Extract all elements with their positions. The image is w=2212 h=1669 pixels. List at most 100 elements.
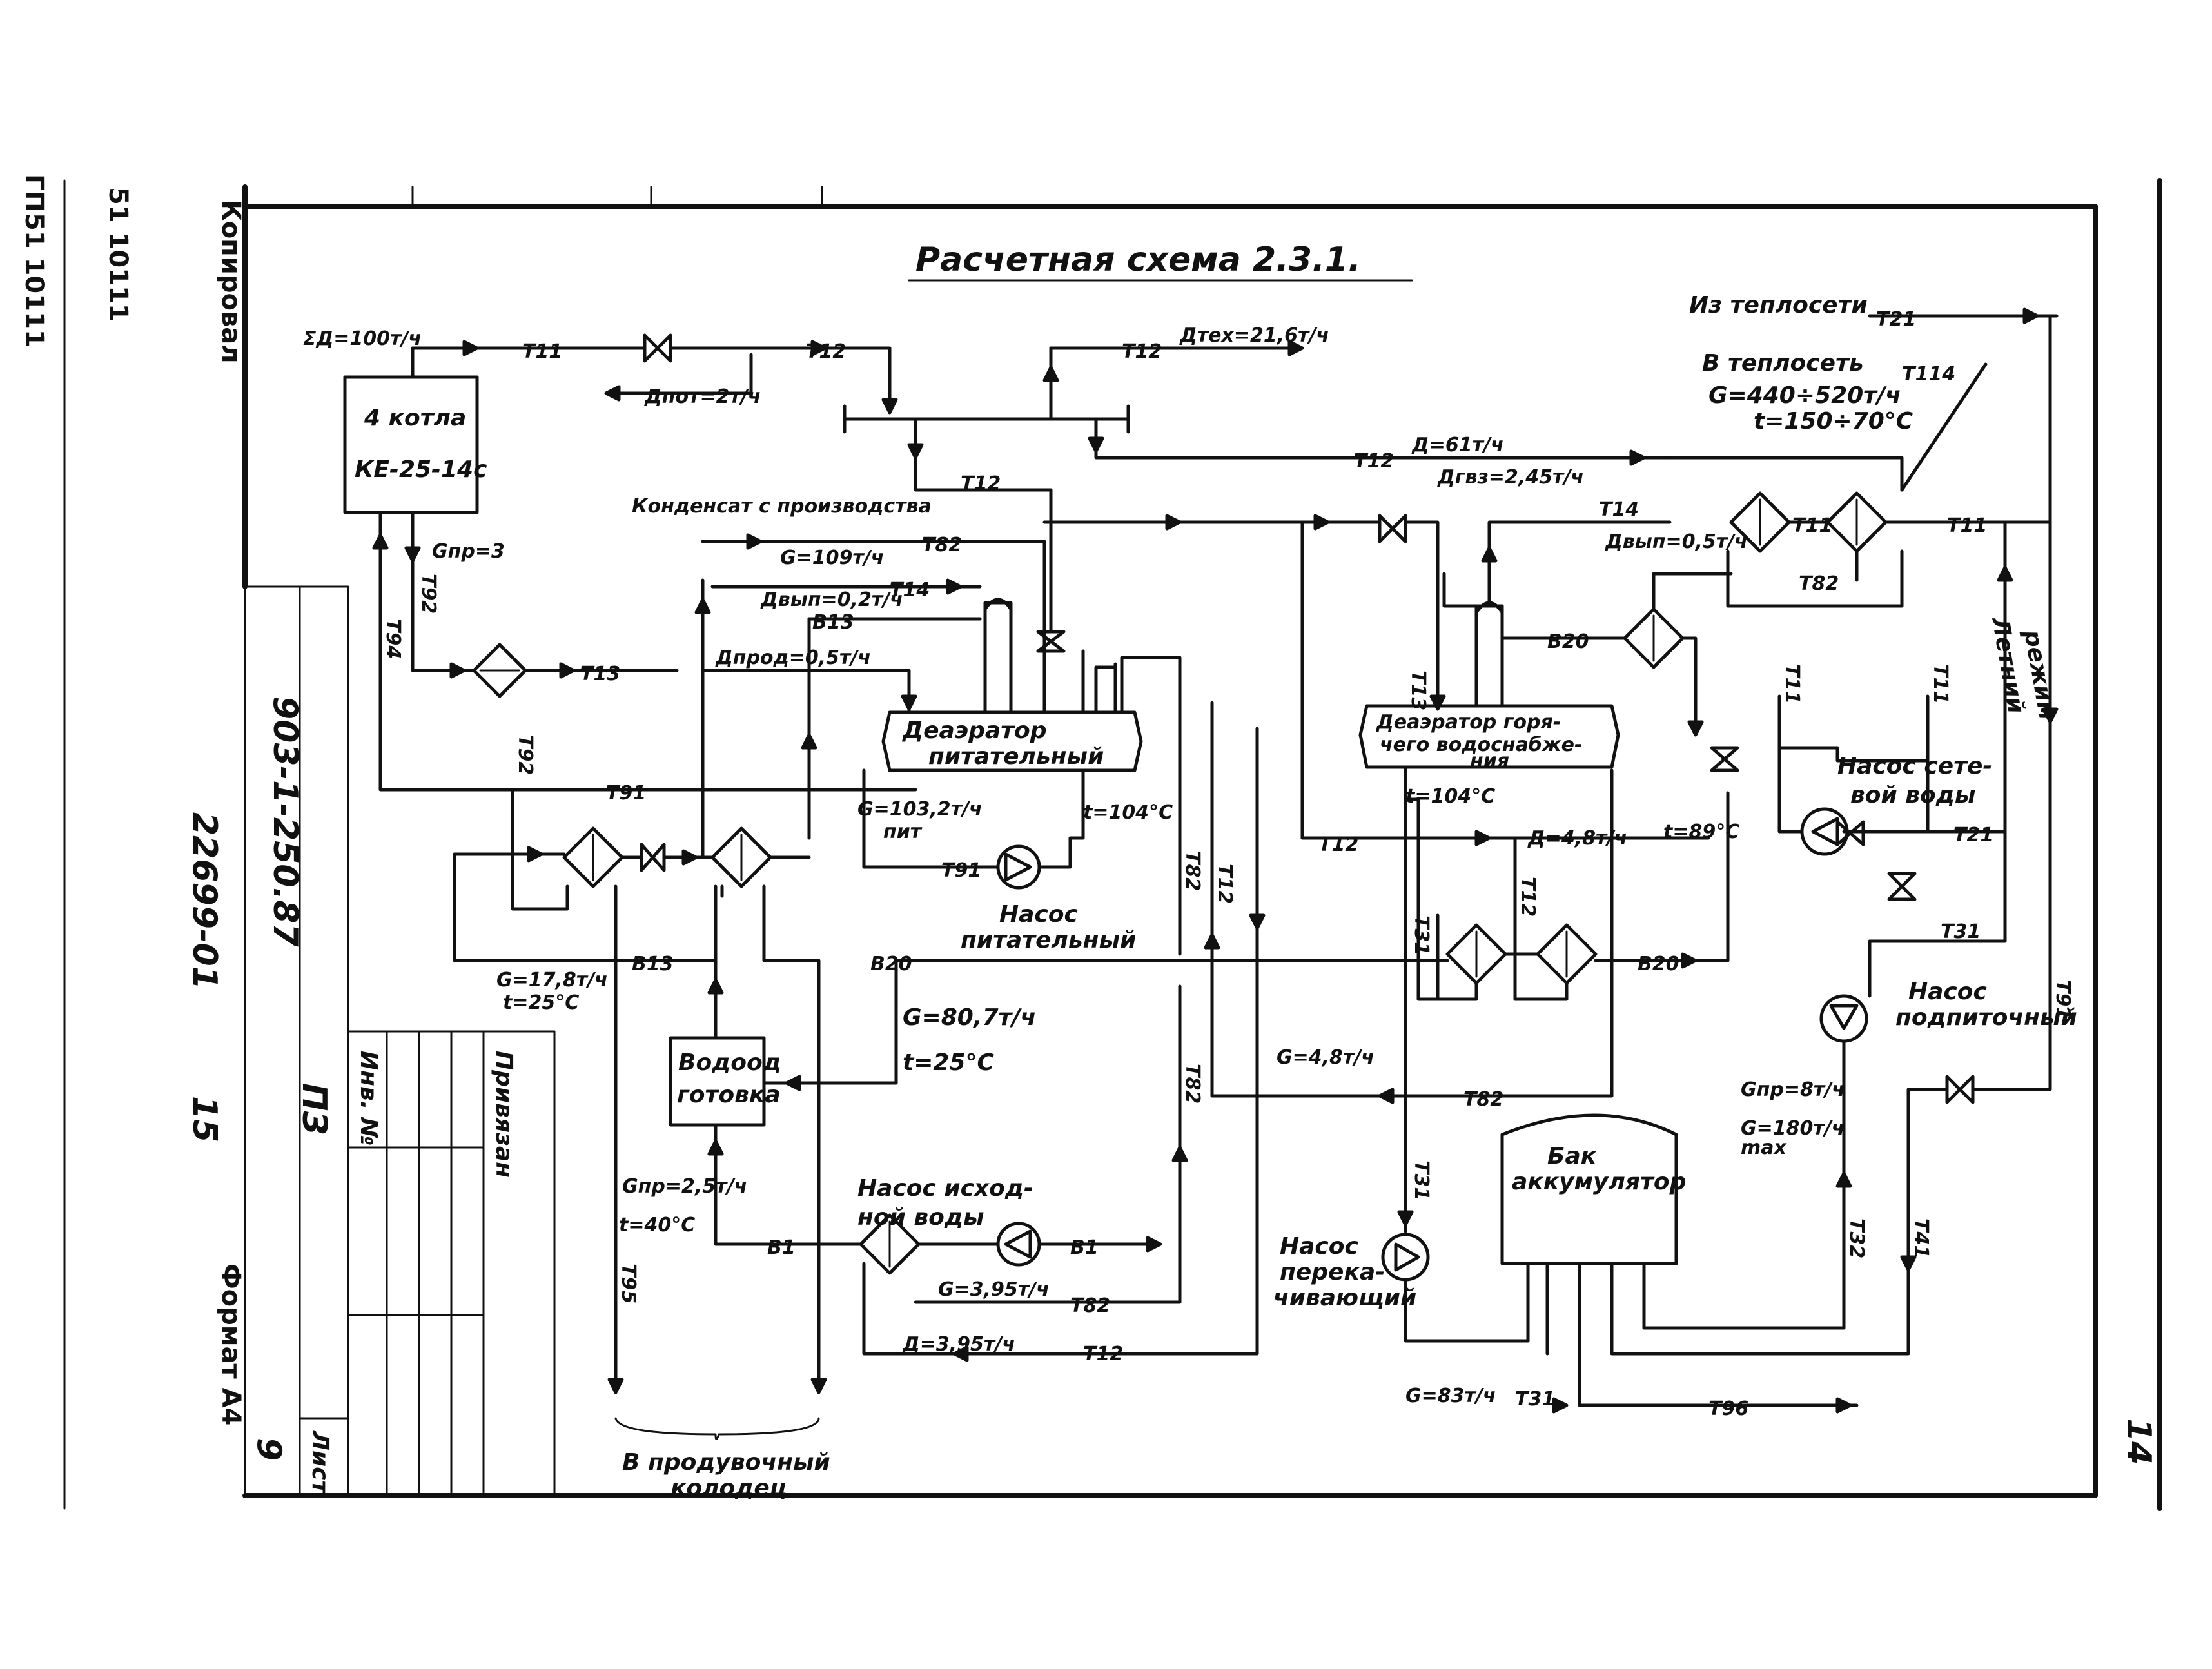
code-t11-1: Т11 xyxy=(522,340,562,363)
code-t12-4: Т12 xyxy=(1354,450,1394,473)
heat-exchanger-4 xyxy=(859,1213,921,1275)
label-t-25: t=25°С xyxy=(503,991,579,1014)
label-g-makeup-2: G=180т/ч xyxy=(1741,1117,1845,1140)
code-t31-3: Т31 xyxy=(1410,915,1433,955)
heat-exchanger-5 xyxy=(1445,923,1507,985)
boiler-label-1: 4 котла xyxy=(364,405,466,431)
deaerator-feed-label-1: Деаэратор xyxy=(902,717,1047,744)
pump-makeup-label-2: подпиточный xyxy=(1895,1004,2077,1031)
deaerator-hot-water: Деаэратор горя- чего водоснабже- ния xyxy=(1358,601,1620,772)
label-g-feed-unit: пит xyxy=(883,821,923,843)
pump-transfer-label-2: перека- xyxy=(1280,1259,1385,1285)
title-stamp: 903-1-250.87 ПЗ 22699-01 15 Инв. № Привя… xyxy=(185,585,556,1497)
pump-makeup-label-1: Насос xyxy=(1908,979,1987,1005)
code-t14-1: Т14 xyxy=(1599,498,1639,521)
code-t13: Т13 xyxy=(580,663,620,685)
deaerator-hot-label-2: чего водоснабже- xyxy=(1380,734,1582,756)
code-t91-1: Т91 xyxy=(606,782,646,805)
label-d-4-8: Д=4,8т/ч xyxy=(1527,827,1627,850)
code-t11-2: Т11 xyxy=(1792,514,1832,537)
left-margin: ГП 51 10111 51 10111 Копировал Формат А4 xyxy=(19,174,246,1510)
flow-arrows xyxy=(372,307,2059,1414)
pump-feed xyxy=(996,844,1041,890)
code-b13-1: В13 xyxy=(632,953,674,975)
pump-raw-water xyxy=(996,1222,1041,1267)
label-steam-hw: Д=61т/ч xyxy=(1411,434,1504,456)
code-t31-2: Т31 xyxy=(1941,921,1981,943)
stamp-link: Привязан xyxy=(491,1051,517,1178)
code-t11-5: Т11 xyxy=(1929,664,1952,704)
label-t-89: t=89°С xyxy=(1663,821,1739,843)
code-t12-6: Т12 xyxy=(1083,1343,1123,1365)
code-t41: Т41 xyxy=(1910,1218,1932,1258)
heat-exchanger-2 xyxy=(562,826,624,888)
format-label: Формат А4 xyxy=(216,1264,246,1425)
pump-network-label-1: Насос сете- xyxy=(1837,753,1992,779)
heat-exchanger-3 xyxy=(710,826,772,888)
boiler-label-2: КЕ-25-14с xyxy=(355,456,487,483)
stamp-inv: Инв. № xyxy=(355,1051,382,1146)
code-t82-1: Т82 xyxy=(1799,572,1839,595)
label-g-pr: Gпр=3 xyxy=(432,540,505,563)
code-t14-2: Т14 xyxy=(890,579,930,601)
code-b20-2: В20 xyxy=(1638,953,1679,975)
pump-makeup xyxy=(1819,994,1868,1043)
deaerator-hot-label-1: Деаэратор горя- xyxy=(1376,711,1561,734)
code-t12-8: Т12 xyxy=(1516,877,1539,917)
code-t95: Т95 xyxy=(617,1264,640,1303)
label-t-40: t=40°С xyxy=(619,1214,695,1236)
stamp-section: ПЗ xyxy=(295,1083,333,1135)
code-t13-2: Т13 xyxy=(1407,670,1429,710)
drawing-frame: 14 xyxy=(242,178,2162,1511)
heat-exchanger-1 xyxy=(472,643,527,698)
deaerator-feed-label-2: питательный xyxy=(928,743,1104,770)
code-t21-2: Т21 xyxy=(1953,824,1993,846)
pump-network-label-2: вой воды xyxy=(1850,782,1975,808)
label-g-makeup-1: Gпр=8т/ч xyxy=(1741,1079,1845,1101)
label-t-feed: t=104°С xyxy=(1083,801,1173,824)
stamp-sheet-no: 15 xyxy=(185,1096,224,1142)
label-vent-right: Двып=0,5т/ч xyxy=(1605,531,1748,553)
label-t-104: t=104°С xyxy=(1405,785,1495,808)
pump-feed-label-2: питательный xyxy=(961,927,1136,953)
heat-exchanger-9 xyxy=(1826,491,1888,553)
pump-network xyxy=(1800,807,1849,856)
code-t82-2: Т82 xyxy=(922,534,962,556)
label-losses: Дпот=2т/ч xyxy=(644,386,761,408)
deaerator-feed: Деаэратор питательный xyxy=(881,598,1143,772)
code-t12-7: Т12 xyxy=(1213,864,1236,904)
label-g-4-8: G=4,8т/ч xyxy=(1277,1046,1375,1069)
code-t92-1: Т92 xyxy=(417,574,440,614)
label-g-feed: G=103,2т/ч xyxy=(857,798,983,821)
label-g-3-95: G=3,95т/ч xyxy=(938,1278,1050,1301)
stamp-sheet-label: Лист xyxy=(307,1430,333,1495)
label-g-makeup-2-unit: max xyxy=(1741,1137,1788,1159)
pipelines xyxy=(378,314,2052,1407)
code-t12-2: Т12 xyxy=(1122,340,1162,363)
label-g-condensate: G=109т/ч xyxy=(780,547,884,569)
code-t12-5: Т12 xyxy=(1318,834,1358,856)
blowdown-label-1: В продувочный xyxy=(622,1449,830,1476)
code-t11-3: Т11 xyxy=(1947,514,1987,537)
pump-transfer-label-1: Насос xyxy=(1280,1233,1358,1260)
code-t94: Т94 xyxy=(382,619,404,659)
code-t82-3: Т82 xyxy=(1463,1088,1503,1111)
label-own-needs: Дтех=21,6т/ч xyxy=(1179,324,1329,347)
water-treatment-block: Водоод готовка xyxy=(669,1036,781,1127)
margin-code-3: 51 10111 xyxy=(103,187,133,322)
pump-raw-label-2: ной воды xyxy=(857,1204,984,1231)
label-g-80-7: G=80,7т/ч xyxy=(903,1004,1036,1031)
label-g-17-8: G=17,8т/ч xyxy=(496,969,608,991)
label-t-25b: t=25°С xyxy=(903,1049,994,1076)
code-t91-2: Т91 xyxy=(941,859,981,882)
line-codes: Т11 Т12 Т12 Т12 Т12 Т12 Т12 Т21 Т21 Т114… xyxy=(382,308,2074,1420)
code-b1-1: В1 xyxy=(767,1236,796,1259)
label-vent-feed: Двып=0,2т/ч xyxy=(760,589,903,611)
valve-symbols xyxy=(640,333,1975,1104)
copied-label: Копировал xyxy=(216,200,246,364)
water-treatment-label-1: Водоод xyxy=(678,1049,781,1076)
code-b13-2: В13 xyxy=(812,611,854,634)
pump-raw-label-1: Насос исход- xyxy=(857,1175,1033,1202)
label-blowdown: Дпрод=0,5т/ч xyxy=(715,647,871,669)
